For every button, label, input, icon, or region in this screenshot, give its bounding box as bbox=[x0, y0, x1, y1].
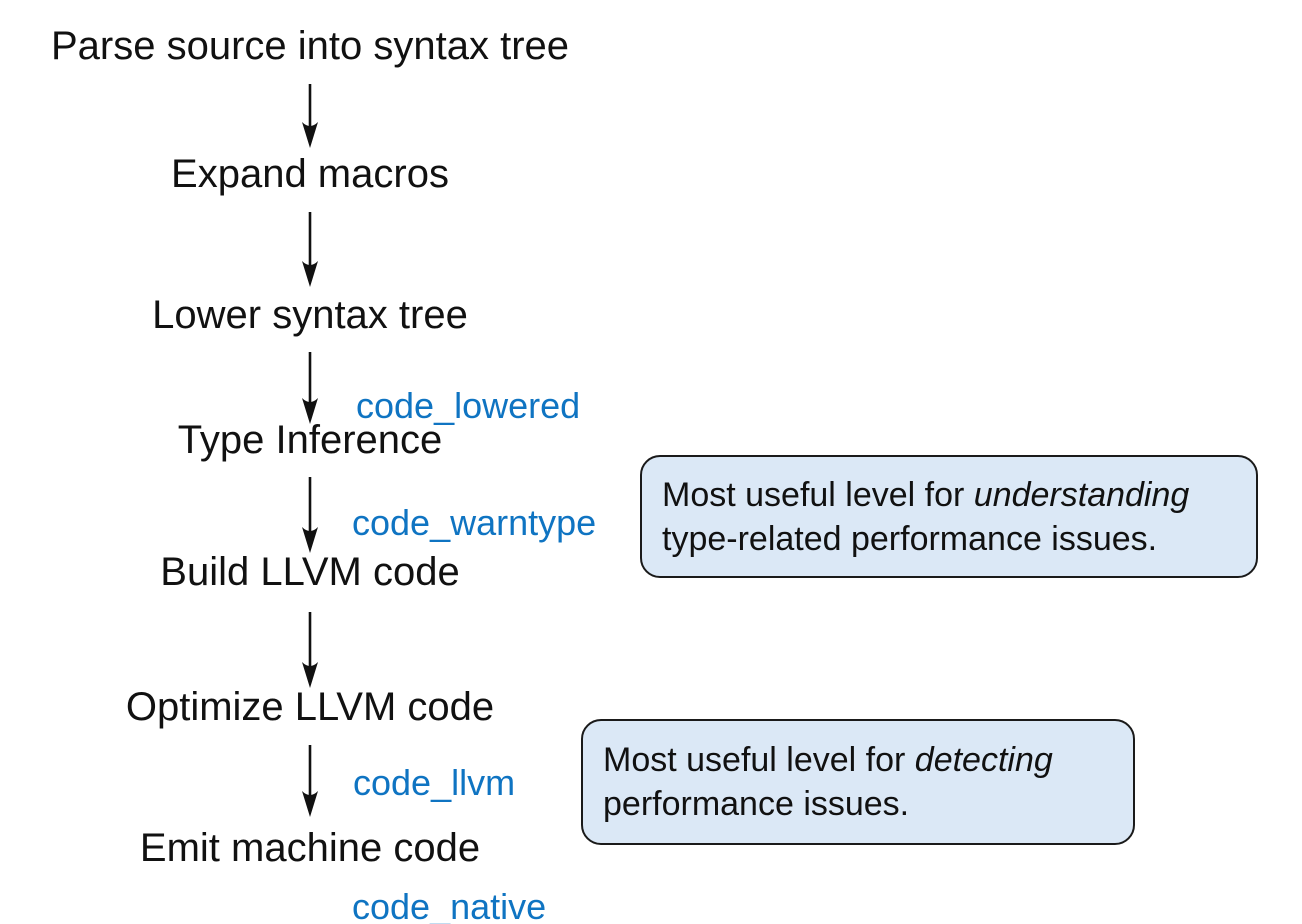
stage-lower-syntax-tree: Lower syntax tree bbox=[152, 293, 468, 337]
down-arrow-4 bbox=[302, 477, 318, 553]
callout-understanding-text: Most useful level for understanding type… bbox=[662, 475, 1190, 558]
down-arrow-3 bbox=[302, 352, 318, 424]
down-arrow-6 bbox=[302, 745, 318, 817]
down-arrow-2 bbox=[302, 212, 318, 287]
code-label-lowered: code_lowered bbox=[356, 385, 581, 426]
stage-build-llvm-code: Build LLVM code bbox=[160, 550, 460, 594]
down-arrow-5 bbox=[302, 612, 318, 688]
code-label-llvm: code_llvm bbox=[353, 762, 516, 803]
down-arrow-1 bbox=[302, 84, 318, 148]
stage-emit-machine-code: Emit machine code bbox=[139, 826, 481, 870]
code-label-warntype: code_warntype bbox=[352, 502, 597, 543]
callout-detecting-text: Most useful level for detecting performa… bbox=[603, 741, 1053, 823]
stage-expand-macros: Expand macros bbox=[171, 152, 449, 196]
stage-parse-source: Parse source into syntax tree bbox=[50, 24, 570, 68]
callout-detecting: Most useful level for detecting performa… bbox=[581, 719, 1135, 845]
stage-type-inference: Type Inference bbox=[177, 418, 443, 462]
callout-understanding: Most useful level for understanding type… bbox=[640, 455, 1258, 578]
stage-optimize-llvm-code: Optimize LLVM code bbox=[125, 685, 495, 729]
code-label-native: code_native bbox=[352, 886, 547, 924]
